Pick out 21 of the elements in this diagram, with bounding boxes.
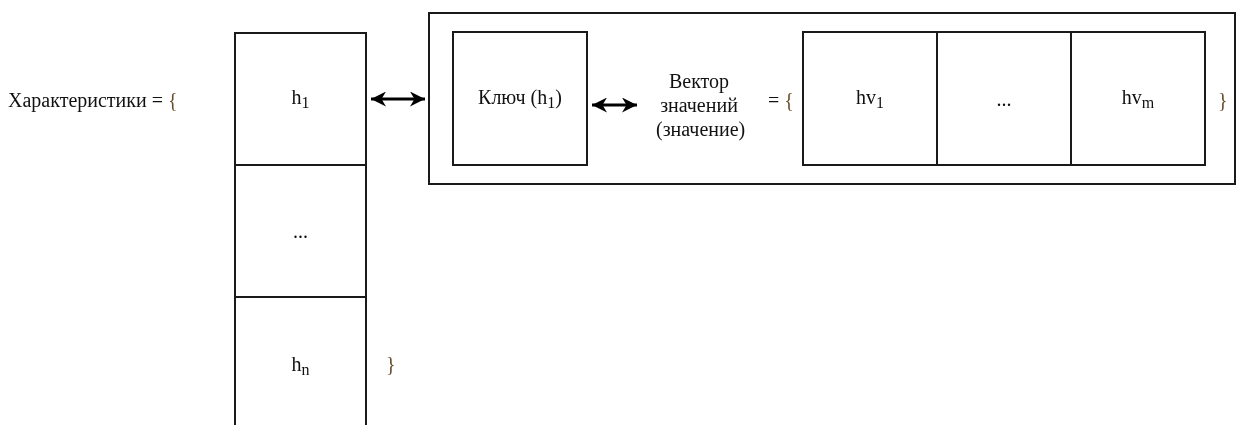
node-text: hv$_{1}$ [856, 84, 884, 113]
container-box [428, 12, 1236, 185]
double-arrow [592, 97, 637, 113]
node-text: hv$_{m}$ [1121, 84, 1155, 113]
cell-box [234, 296, 367, 425]
label-text: } [386, 352, 396, 376]
cell-box [452, 31, 588, 166]
cell-box [1070, 31, 1206, 166]
node-text: Ключ (h$_{1}$) [478, 84, 562, 113]
node-text: h$_{1}$ [291, 85, 310, 113]
label-text: = { [768, 88, 794, 112]
label-text: } [1218, 88, 1228, 112]
label-text: Характеристики = { [8, 88, 178, 112]
node-text: ... [996, 86, 1012, 111]
double-arrow [371, 91, 425, 107]
node-text: ... [293, 219, 308, 243]
cell-box [802, 31, 938, 166]
cell-box [936, 31, 1072, 166]
cell-box [234, 32, 367, 166]
cell-box [234, 164, 367, 298]
node-text: h$_{n}$ [291, 352, 310, 380]
